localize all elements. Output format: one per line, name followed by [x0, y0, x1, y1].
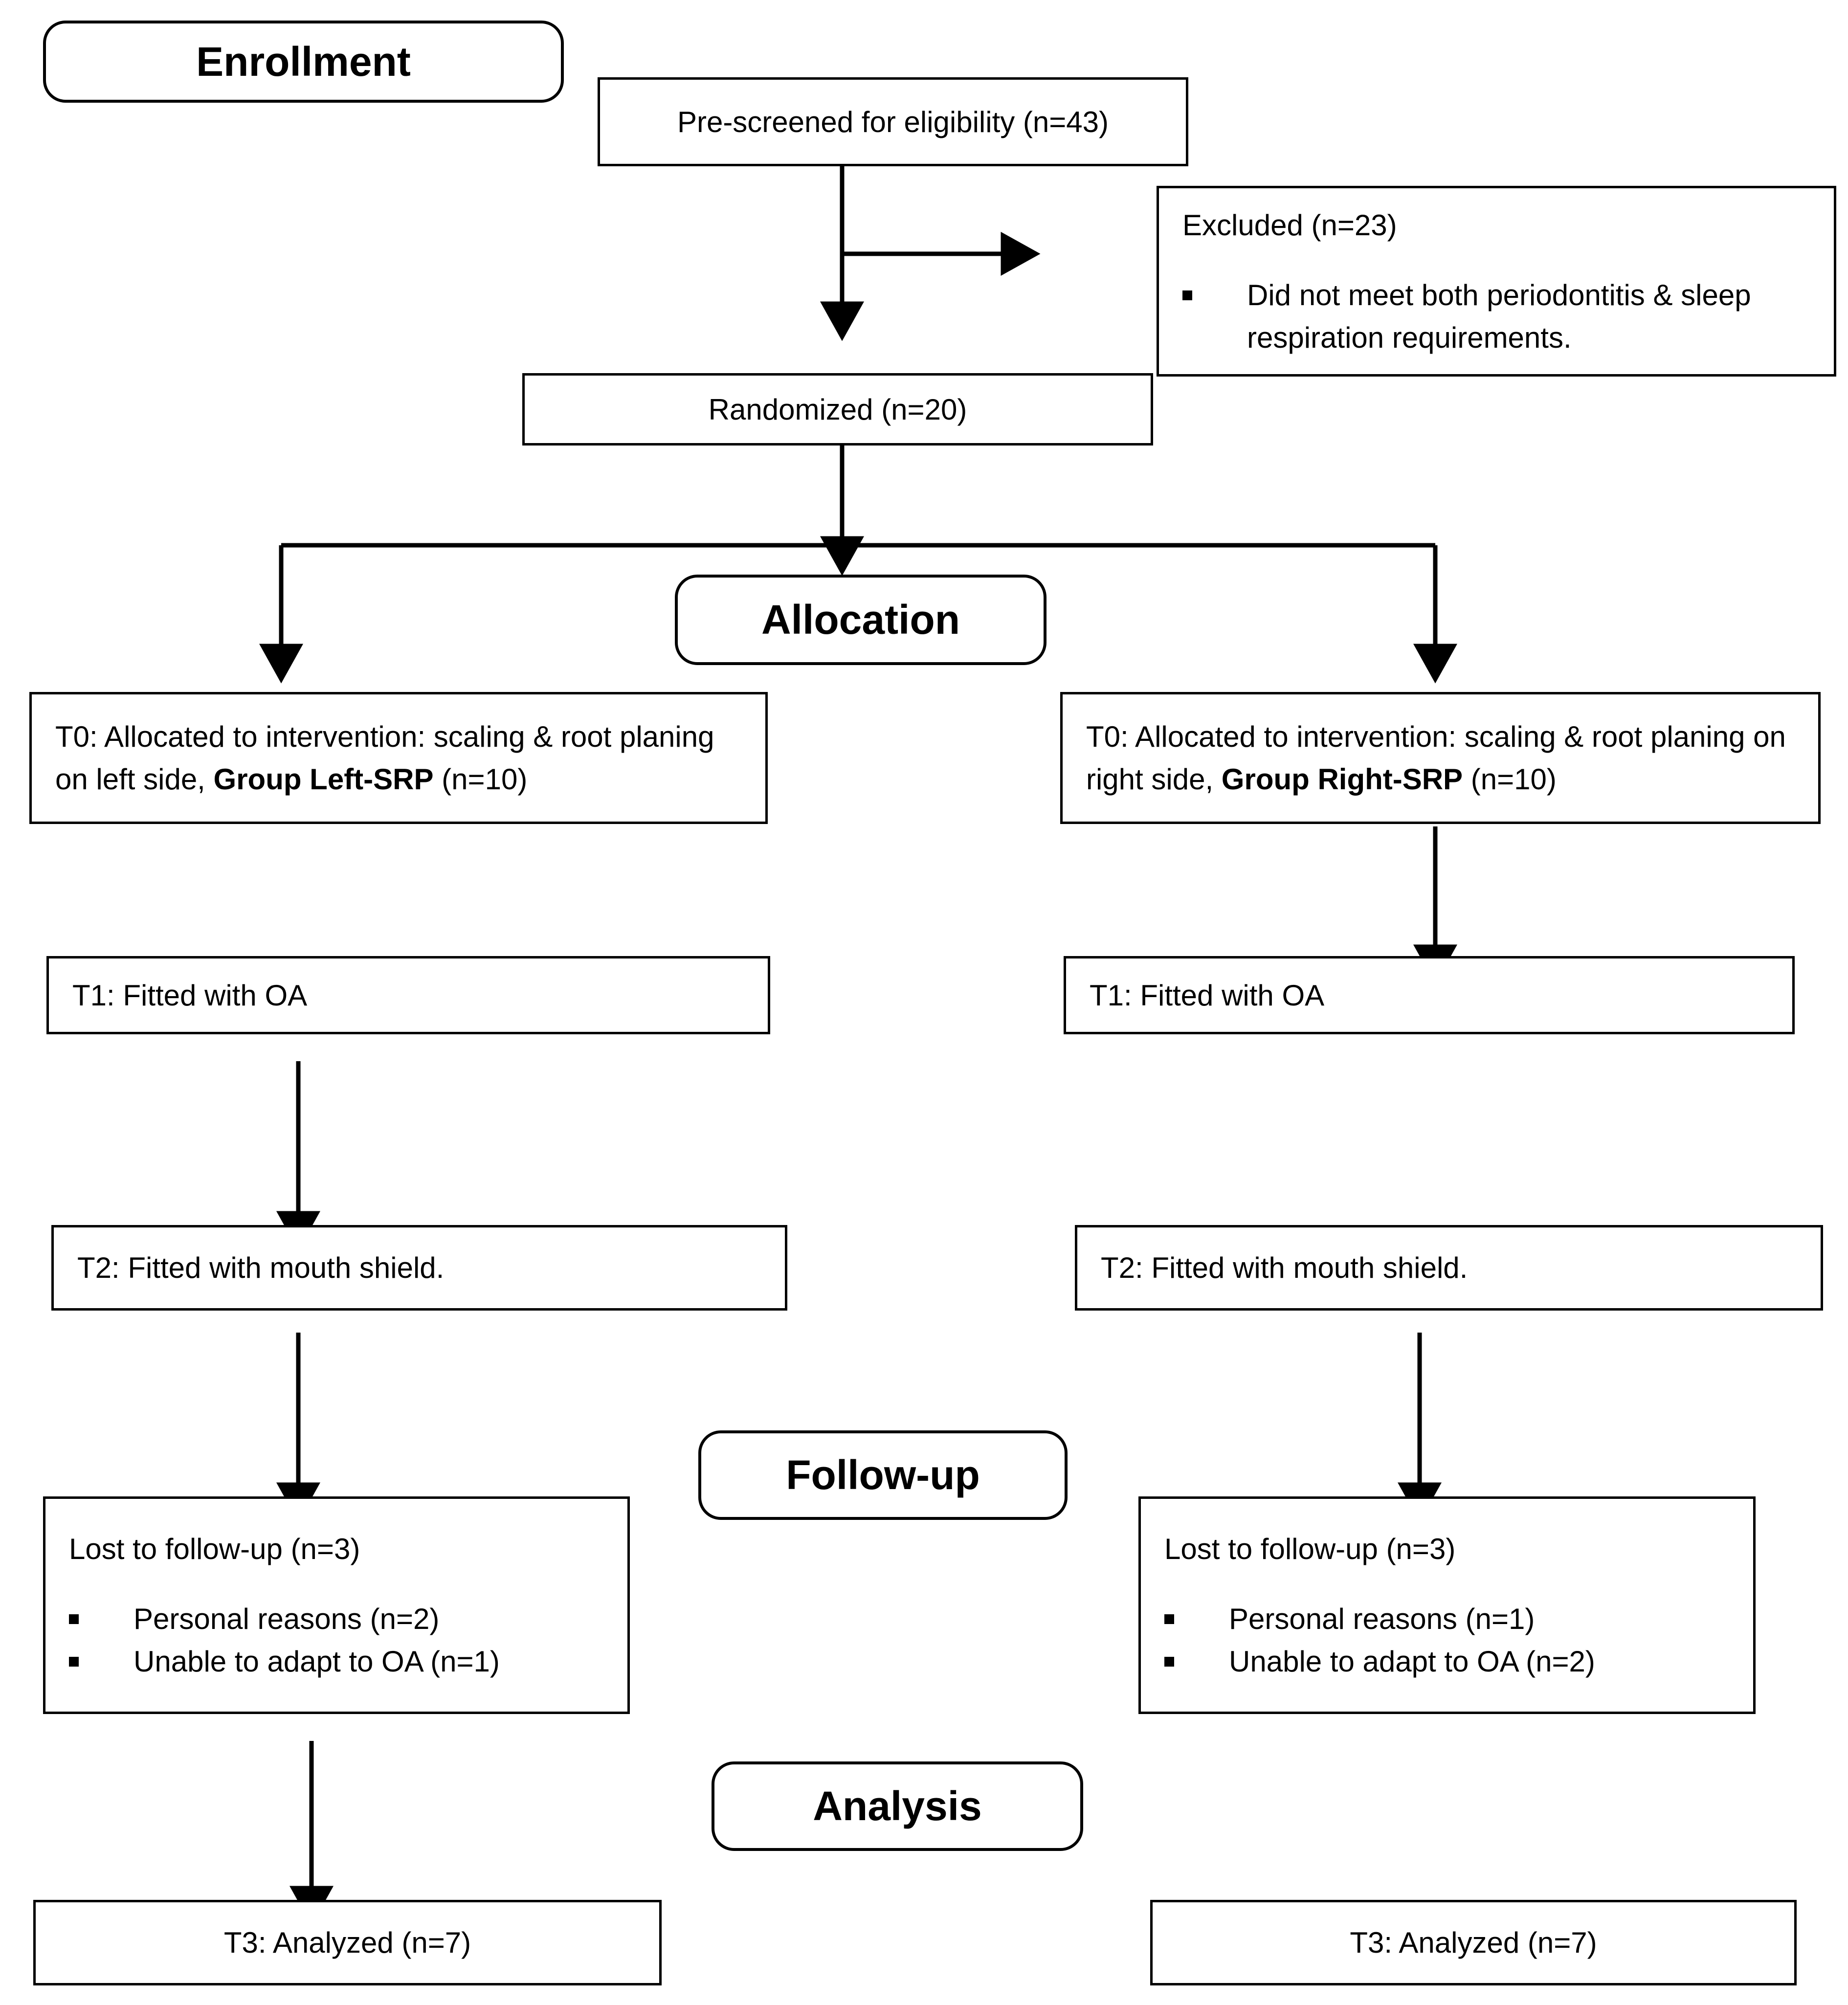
stage-followup: Follow-up — [698, 1430, 1068, 1520]
box-right-t3-analyzed: T3: Analyzed (n=7) — [1150, 1900, 1797, 1985]
stage-allocation-label: Allocation — [761, 597, 960, 643]
left-t1-label: T1: Fitted with OA — [72, 979, 308, 1012]
box-left-t1-oa: T1: Fitted with OA — [46, 956, 770, 1034]
left-t0-text: T0: Allocated to intervention: scaling &… — [55, 720, 714, 796]
bullet-square-icon — [69, 1657, 79, 1667]
box-right-t1-oa: T1: Fitted with OA — [1064, 956, 1795, 1034]
list-item: Did not meet both periodontitis & sleep … — [1182, 274, 1810, 359]
box-left-lost-to-followup: Lost to follow-up (n=3) Personal reasons… — [43, 1496, 630, 1714]
left-group-name: Group Left-SRP — [213, 763, 434, 796]
excluded-title: Excluded (n=23) — [1182, 208, 1397, 242]
right-group-name: Group Right-SRP — [1221, 763, 1463, 796]
stage-followup-label: Follow-up — [786, 1452, 980, 1498]
bullet-square-icon — [69, 1614, 79, 1624]
bullet-square-icon — [1164, 1614, 1174, 1624]
box-left-t2-mouth-shield: T2: Fitted with mouth shield. — [51, 1225, 787, 1311]
right-t0-text: T0: Allocated to intervention: scaling &… — [1086, 720, 1786, 796]
right-lost-reason-2: Unable to adapt to OA (n=2) — [1229, 1645, 1595, 1678]
left-lost-reason-list: Personal reasons (n=2) Unable to adapt t… — [69, 1598, 604, 1683]
stage-analysis: Analysis — [712, 1761, 1083, 1851]
prescreened-label: Pre-screened for eligibility (n=43) — [677, 105, 1109, 138]
box-left-t3-analyzed: T3: Analyzed (n=7) — [33, 1900, 662, 1985]
stage-analysis-label: Analysis — [813, 1783, 982, 1829]
stage-enrollment-label: Enrollment — [196, 38, 411, 85]
left-lost-title: Lost to follow-up (n=3) — [69, 1533, 360, 1565]
right-lost-reason-list: Personal reasons (n=1) Unable to adapt t… — [1164, 1598, 1730, 1683]
box-left-t0-allocated: T0: Allocated to intervention: scaling &… — [29, 692, 768, 824]
box-right-t2-mouth-shield: T2: Fitted with mouth shield. — [1075, 1225, 1823, 1311]
list-item: Unable to adapt to OA (n=2) — [1164, 1640, 1730, 1683]
list-item: Personal reasons (n=2) — [69, 1598, 604, 1640]
right-t1-label: T1: Fitted with OA — [1090, 979, 1325, 1012]
left-t2-label: T2: Fitted with mouth shield. — [77, 1251, 445, 1284]
right-lost-reason-1: Personal reasons (n=1) — [1229, 1603, 1535, 1635]
excluded-reason-list: Did not meet both periodontitis & sleep … — [1182, 274, 1810, 359]
stage-allocation: Allocation — [675, 575, 1046, 665]
bullet-square-icon — [1182, 290, 1192, 300]
right-lost-title: Lost to follow-up (n=3) — [1164, 1533, 1456, 1565]
list-item: Personal reasons (n=1) — [1164, 1598, 1730, 1640]
randomized-label: Randomized (n=20) — [708, 393, 967, 426]
right-t3-label: T3: Analyzed (n=7) — [1350, 1926, 1597, 1959]
right-t2-label: T2: Fitted with mouth shield. — [1101, 1251, 1468, 1284]
box-randomized: Randomized (n=20) — [522, 373, 1153, 446]
bullet-square-icon — [1164, 1657, 1174, 1667]
box-excluded: Excluded (n=23) Did not meet both period… — [1157, 186, 1836, 377]
list-item: Unable to adapt to OA (n=1) — [69, 1640, 604, 1683]
box-prescreened: Pre-screened for eligibility (n=43) — [598, 77, 1188, 166]
box-right-lost-to-followup: Lost to follow-up (n=3) Personal reasons… — [1138, 1496, 1756, 1714]
left-lost-reason-1: Personal reasons (n=2) — [134, 1603, 440, 1635]
left-lost-reason-2: Unable to adapt to OA (n=1) — [134, 1645, 500, 1678]
left-t3-label: T3: Analyzed (n=7) — [223, 1926, 471, 1959]
excluded-reason-text: Did not meet both periodontitis & sleep … — [1247, 278, 1751, 354]
box-right-t0-allocated: T0: Allocated to intervention: scaling &… — [1060, 692, 1821, 824]
stage-enrollment: Enrollment — [43, 21, 564, 103]
